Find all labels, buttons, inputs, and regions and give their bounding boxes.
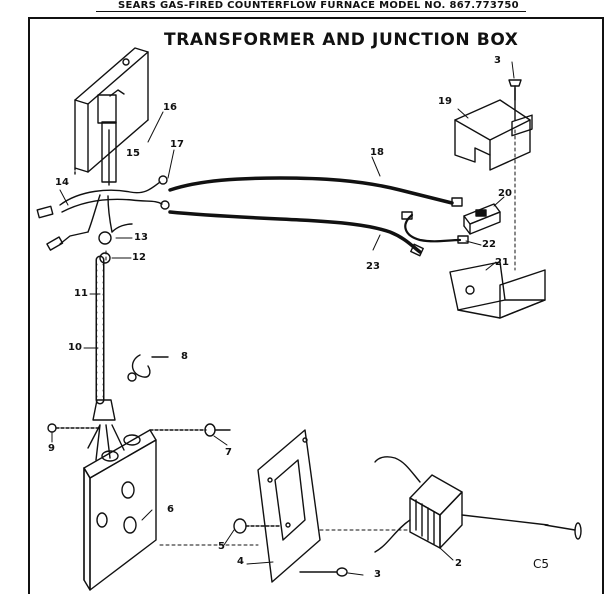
wire-harness-drawing — [36, 175, 170, 251]
callout-16: 16 — [163, 102, 177, 113]
callout-13: 13 — [134, 232, 148, 243]
screw-3-drawing — [299, 567, 348, 577]
screw-drawing — [47, 423, 101, 433]
nut-drawing — [149, 423, 231, 437]
header-rule — [96, 11, 526, 12]
callout-3-top: 3 — [494, 55, 501, 66]
diagram-frame — [28, 17, 604, 594]
wire-18-connector — [451, 197, 463, 207]
bolt-drawing — [544, 522, 582, 540]
callout-8: 8 — [181, 351, 188, 362]
callout-23: 23 — [366, 261, 380, 272]
wire-22 — [404, 213, 462, 243]
callout-19: 19 — [438, 96, 452, 107]
callout-22: 22 — [482, 239, 496, 250]
callout-21: 21 — [495, 257, 509, 268]
transformer-drawing — [374, 456, 549, 553]
callout-6: 6 — [167, 504, 174, 515]
nut-5-drawing — [233, 518, 281, 534]
bracket-drawing — [449, 114, 546, 319]
callout-17: 17 — [170, 139, 184, 150]
header: SEARS GAS-FIRED COUNTERFLOW FURNACE MODE… — [0, 0, 608, 12]
callout-4: 4 — [237, 556, 244, 567]
switch-drawing — [463, 203, 501, 235]
wire-23 — [168, 210, 422, 254]
callout-10: 10 — [68, 342, 82, 353]
assembly-lines — [105, 129, 516, 546]
figure-code: C5 — [533, 557, 550, 571]
junction-box-drawing — [83, 424, 157, 591]
callout-18: 18 — [370, 147, 384, 158]
callout-5: 5 — [218, 541, 225, 552]
callout-14: 14 — [55, 177, 69, 188]
wire-23-connector — [410, 243, 424, 257]
wire-18 — [168, 176, 454, 205]
callout-2: 2 — [455, 558, 462, 569]
callout-3-bottom: 3 — [374, 569, 381, 580]
callout-7: 7 — [225, 447, 232, 458]
mounting-plate-drawing — [257, 429, 321, 583]
clamp-drawing — [127, 354, 169, 382]
flex-conduit-drawing — [92, 231, 116, 421]
cover-drawing — [454, 79, 531, 171]
diagram-title: TRANSFORMER AND JUNCTION BOX — [164, 30, 519, 50]
header-text: SEARS GAS-FIRED COUNTERFLOW FURNACE MODE… — [118, 0, 519, 11]
mounting-bracket-drawing — [74, 47, 149, 186]
leader-lines — [51, 61, 515, 576]
callout-9: 9 — [48, 443, 55, 454]
callout-12: 12 — [132, 252, 146, 263]
callout-15: 15 — [126, 148, 140, 159]
callout-11: 11 — [74, 288, 88, 299]
callout-20: 20 — [498, 188, 512, 199]
